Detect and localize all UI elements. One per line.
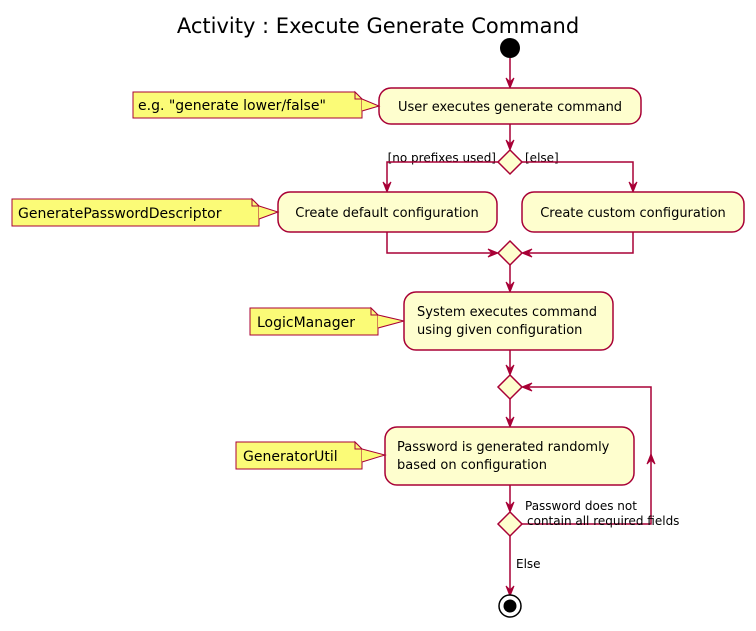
activity-system-executes-line2: using given configuration (417, 323, 582, 338)
note-descriptor-pointer (259, 206, 278, 219)
activity-password-generated (384, 426, 635, 486)
note-generator-util-text: GeneratorUtil (243, 449, 338, 465)
note-logic-manager-fold (370, 306, 380, 316)
note-descriptor-text: GeneratePasswordDescriptor (18, 206, 222, 222)
flow-default-to-merge (386, 232, 494, 254)
arrowhead (505, 416, 515, 429)
note-example-fold (354, 90, 364, 100)
flow-to-custom (522, 161, 634, 188)
arrowhead (505, 139, 515, 152)
note-logic-manager-pointer (378, 315, 404, 328)
note-example-text: e.g. "generate lower/false" (138, 98, 326, 114)
decision-prefixes (496, 148, 524, 176)
merge-configurations (496, 239, 524, 267)
note-logic-manager-pointer-edge (377, 314, 405, 329)
note-generator-util-pointer-edge (361, 448, 387, 463)
end-node-inner (503, 599, 517, 613)
arrowhead (487, 248, 500, 258)
loop-merge (496, 373, 524, 401)
arrowhead (505, 281, 515, 294)
activity-default-config-label: Create default configuration (295, 206, 478, 221)
arrowhead (628, 181, 638, 194)
arrowhead (505, 77, 515, 90)
note-descriptor-fold (251, 197, 261, 207)
note-generator-util-fold (354, 440, 364, 450)
arrowhead (520, 248, 533, 258)
arrowhead (505, 364, 515, 377)
diagram-title: Activity : Execute Generate Command (177, 14, 579, 38)
flow-custom-to-merge (526, 232, 634, 254)
guard-loop-line2: contain all required fields (527, 514, 679, 528)
note-example-pointer (362, 99, 379, 111)
flow-to-default (386, 161, 498, 188)
activity-custom-config-label: Create custom configuration (540, 206, 726, 221)
activity-system-executes (403, 291, 614, 351)
guard-else-plain: Else (516, 557, 541, 571)
arrowhead (505, 501, 515, 514)
arrowhead (646, 452, 656, 465)
arrowhead (505, 585, 515, 598)
note-descriptor-pointer-edge (258, 205, 280, 220)
arrowhead (520, 382, 533, 392)
guard-no-prefixes: [no prefixes used] (388, 151, 496, 165)
start-node (500, 38, 520, 58)
guard-else-bracket: [else] (525, 151, 559, 165)
note-generator-util-pointer (362, 449, 385, 462)
decision-required-fields (496, 510, 524, 538)
note-logic-manager-text: LogicManager (257, 315, 355, 331)
activity-password-generated-line1: Password is generated randomly (397, 440, 610, 455)
activity-password-generated-line2: based on configuration (397, 458, 547, 473)
guard-loop-line1: Password does not (525, 499, 637, 513)
arrowhead (382, 181, 392, 194)
note-example-pointer-edge (361, 98, 381, 112)
activity-system-executes-line1: System executes command (417, 305, 597, 320)
activity-user-executes-label: User executes generate command (398, 100, 622, 115)
